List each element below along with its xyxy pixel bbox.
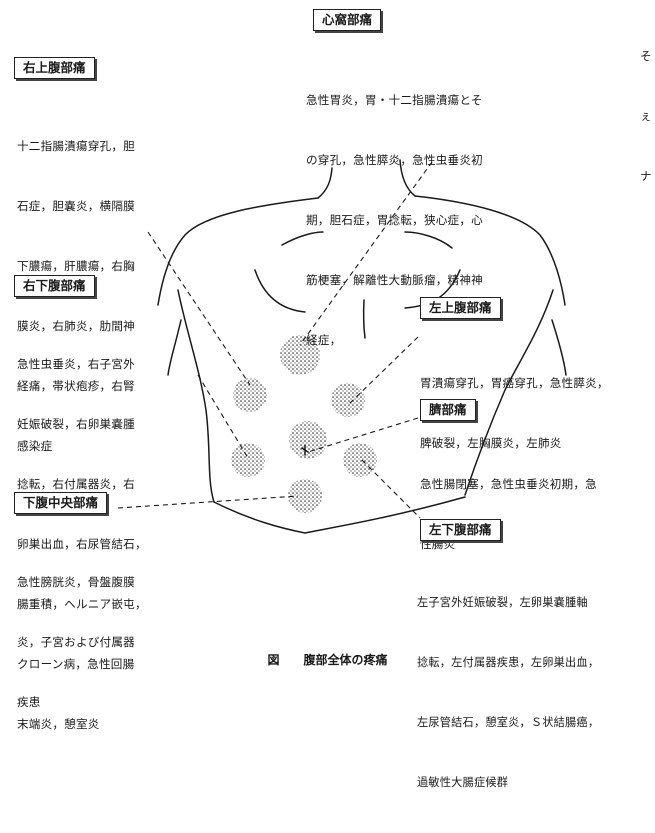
pain-zone-right-upper [233,378,267,412]
chest-left-curve [254,269,306,313]
leader-right-upper [147,231,251,386]
neck-left-outline [317,167,333,199]
edge-fragment: ぇ [640,109,652,123]
edge-fragment: ナ [640,169,652,183]
suprapubic-line: 炎，子宮および付属器 [17,635,135,649]
left-upper-causes: 胃潰瘍穿孔，胃癌穿孔，急性膵炎， 脾破裂，左胸膜炎，左肺炎 [420,333,609,493]
epigastric-line: 期，胆石症，胃捻転，狭心症，心 [306,213,483,227]
left-lower-line: 左子宮外妊娠破裂，左卵巣嚢腫軸 [417,596,588,609]
suprapubic-line: 疾患 [17,695,41,709]
right-upper-causes: 十二指腸潰瘍穿孔，胆 石症，胆嚢炎，横隔膜 下膿瘍，肝膿瘍，右胸 膜炎，右肺炎，… [17,96,135,496]
pain-zone-umbilical [289,421,327,459]
torso-right-side [464,289,554,496]
pain-zone-left-upper [331,383,365,417]
left-lower-title: 左下腹部痛 [420,519,501,541]
right-upper-line: 石症，胆嚢炎，横隔膜 [17,199,135,213]
leader-umbilical [307,417,419,453]
epigastric-line: 経症， [306,333,342,347]
pain-zone-right-lower [231,443,265,477]
neck-right-outline [399,159,416,197]
edge-fragment: そ [640,49,652,63]
abdominal-pain-diagram: 心窩部痛 急性胃炎，胃・十二指腸潰瘍とそ の穿孔，急性膵炎，急性虫垂炎初 期，胆… [14,6,655,789]
figure-caption: 図 腹部全体の疼痛 [267,653,388,667]
left-lower-causes: 左子宮外妊娠破裂，左卵巣嚢腫軸 捻転，左付属器疾患，左卵巣出血， 左尿管結石，憩… [417,553,599,833]
sternum-line [362,299,366,339]
pain-zone-epigastric [280,335,320,375]
epigastric-line: の穿孔，急性膵炎，急性虫垂炎初 [306,153,483,167]
edge-fragments: そ ぇ ナ [640,6,655,226]
umbilical-title: 臍部痛 [420,399,476,421]
suprapubic-causes: 急性膀胱炎，骨盤腹膜 炎，子宮および付属器 疾患 [17,532,135,752]
right-lower-line: 急性虫垂炎，右子宮外 [17,357,135,371]
clavicle-left [281,231,324,246]
right-upper-title: 右上腹部痛 [14,57,95,79]
leader-suprapubic [117,495,299,509]
epigastric-line: 筋梗塞，解離性大動脈瘤，精神神 [306,273,483,287]
right-shoulder-outline [414,195,566,306]
left-shoulder-outline [157,197,319,306]
epigastric-title: 心窩部痛 [313,9,382,31]
leader-epigastric [299,161,433,346]
right-upper-line: 膜炎，右肺炎，肋間神 [17,319,135,333]
right-lower-line: 捻転，右付属器炎，右 [17,477,135,491]
left-upper-line: 胃潰瘍穿孔，胃癌穿孔，急性膵炎， [420,376,609,390]
pain-zone-left-lower [343,443,377,477]
clavicle-right [404,231,453,249]
umbilical-line: 急性腸閉塞，急性虫垂炎初期，急 [420,477,597,491]
suprapubic-title: 下腹中央部痛 [14,492,108,514]
right-upper-line: 経痛，帯状疱疹，右腎 [17,379,135,393]
right-lower-line: 腸重積，ヘルニア嵌屯， [17,597,147,611]
torso-left-side [177,289,215,503]
epigastric-line: 急性胃炎，胃・十二指腸潰瘍とそ [306,93,483,107]
right-lower-line: 卵巣出血，右尿管結石， [17,537,147,551]
epigastric-causes: 急性胃炎，胃・十二指腸潰瘍とそ の穿孔，急性膵炎，急性虫垂炎初 期，胆石症，胃捻… [306,50,483,390]
suprapubic-line: 急性膀胱炎，骨盤腹膜 [17,575,135,589]
left-upper-line: 脾破裂，左胸膜炎，左肺炎 [420,436,562,450]
left-arm-inner-line [167,319,182,376]
right-arm-inner-line [551,319,567,376]
pain-zone-suprapubic [288,479,322,513]
right-lower-title: 右下腹部痛 [14,275,95,297]
left-upper-title: 左上腹部痛 [420,297,501,319]
left-lower-line: 左尿管結石，憩室炎，Ｓ状結腸癌， [417,716,600,729]
right-upper-line: 下膿瘍，肝膿瘍，右胸 [17,259,135,273]
groin-outline [213,496,466,534]
left-lower-line: 過敏性大腸症候群 [417,776,509,789]
leader-right-lower [197,374,249,459]
right-lower-line: 妊娠破裂，右卵巣嚢腫 [17,417,135,431]
right-upper-line: 十二指腸潰瘍穿孔，胆 [17,139,135,153]
right-upper-line: 感染症 [17,439,53,453]
